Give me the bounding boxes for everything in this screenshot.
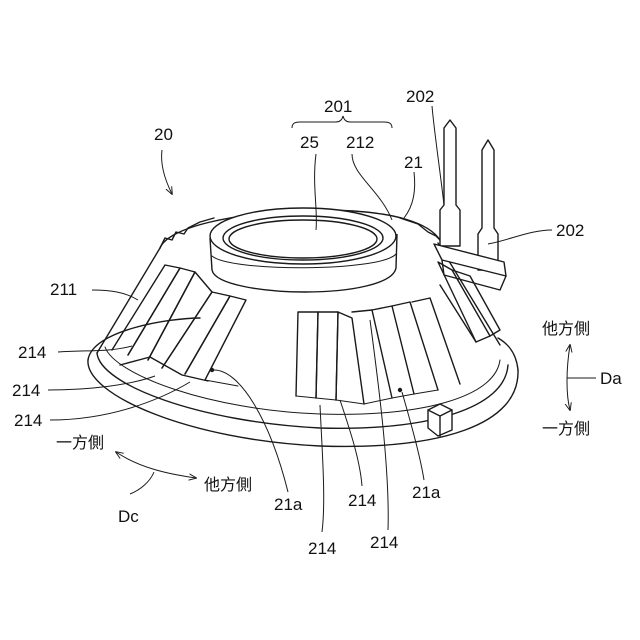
side-tab [428, 404, 452, 436]
terminal-pins [434, 120, 506, 290]
circumferential-arrow [116, 452, 196, 478]
label-212: 212 [346, 133, 374, 152]
leader-lines [48, 106, 552, 532]
label-21: 21 [404, 153, 423, 172]
label-201: 201 [324, 97, 352, 116]
circumferential-right-label: 他方側 [204, 475, 252, 494]
label-214: 214 [18, 343, 46, 362]
label-214: 214 [14, 411, 42, 430]
circumferential-axis-name: Dc [118, 507, 139, 526]
label-25: 25 [300, 133, 319, 152]
axial-upper-label: 他方側 [542, 319, 590, 338]
label-214: 214 [370, 533, 398, 552]
axial-direction-indicator [567, 345, 596, 410]
label-211: 211 [50, 280, 77, 299]
label-214: 214 [348, 491, 376, 510]
axial-axis-name: Da [600, 369, 622, 388]
label-214: 214 [12, 381, 40, 400]
label-20: 20 [154, 125, 173, 144]
circumferential-direction-indicator [116, 452, 196, 494]
label-214: 214 [308, 539, 336, 558]
label-202-top: 202 [406, 87, 434, 106]
label-21a: 21a [274, 495, 303, 514]
group-brace [292, 116, 392, 128]
top-boss [210, 208, 397, 292]
label-202-right: 202 [556, 221, 584, 240]
axial-lower-label: 一方側 [542, 419, 590, 438]
base-flange [88, 360, 518, 446]
circumferential-left-label: 一方側 [56, 433, 104, 452]
label-21a: 21a [412, 483, 441, 502]
